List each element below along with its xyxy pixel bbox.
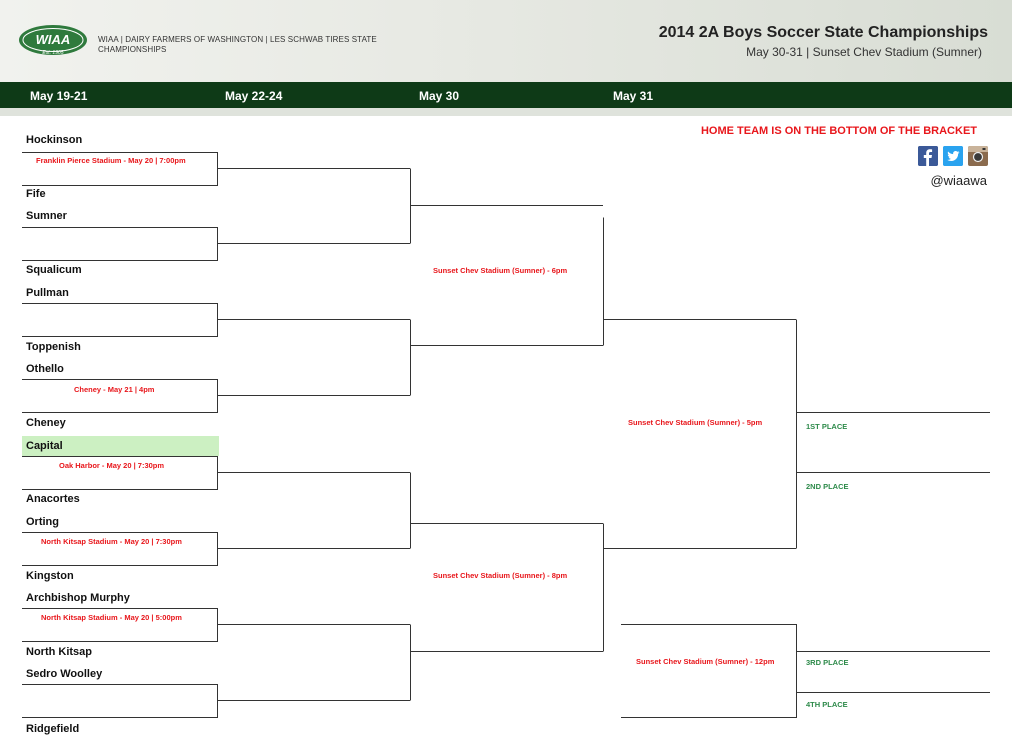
organization-text: WIAA | DAIRY FARMERS OF WASHINGTON | LES… [98,35,377,54]
team-name: Pullman [26,287,69,299]
page-title: 2014 2A Boys Soccer State Championships [658,24,988,41]
match-venue: Franklin Pierce Stadium - May 20 | 7:00p… [36,156,186,165]
team-name: Archbishop Murphy [26,592,130,604]
place-label: 1ST PLACE [806,422,848,431]
team-name: Toppenish [26,341,81,353]
team-name: Orting [26,516,59,528]
home-team-notice: HOME TEAM IS ON THE BOTTOM OF THE BRACKE… [700,125,977,137]
wiaa-logo: WIAA Est. 1905 [19,25,87,56]
rounds-bar: May 19-21 May 22-24 May 30 May 31 [0,82,1012,108]
team-name: Cheney [26,417,66,429]
team-name: Hockinson [26,134,83,146]
match-venue: Sunset Chev Stadium (Sumner) - 12pm [636,657,775,666]
round-label: May 22-24 [225,89,283,103]
match-venue: North Kitsap Stadium - May 20 | 5:00pm [41,613,182,622]
round-label: May 31 [613,89,654,103]
place-label: 2ND PLACE [806,482,849,491]
team-name: Fife [26,188,46,200]
team-name: North Kitsap [26,646,92,658]
team-name: Sumner [26,210,67,222]
match-venue: Sunset Chev Stadium (Sumner) - 5pm [628,418,763,427]
match-venue: North Kitsap Stadium - May 20 | 7:30pm [41,537,182,546]
match-venue: Sunset Chev Stadium (Sumner) - 6pm [433,266,568,275]
team-name: Sedro Woolley [26,668,103,680]
match-venue: Sunset Chev Stadium (Sumner) - 8pm [433,571,568,580]
match-venue: Cheney - May 21 | 4pm [74,385,155,394]
team-name: Squalicum [26,264,82,276]
place-label: 3RD PLACE [806,658,849,667]
logo-text: WIAA [36,32,71,47]
team-name-highlighted: Capital [26,440,63,452]
page-subtitle: May 30-31 | Sunset Chev Stadium (Sumner) [746,45,982,59]
round-label: May 19-21 [30,89,88,103]
team-name: Kingston [26,570,74,582]
place-label: 4TH PLACE [806,700,848,709]
twitter-icon[interactable] [943,146,963,166]
match-venue: Oak Harbor - May 20 | 7:30pm [59,461,165,470]
instagram-icon[interactable] [968,146,988,166]
team-name: Ridgefield [26,723,80,735]
team-highlight [22,436,219,456]
logo-sub: Est. 1905 [42,50,63,56]
team-name: Anacortes [26,493,80,505]
facebook-icon[interactable] [918,146,938,166]
round-label: May 30 [419,89,460,103]
team-name: Othello [26,363,64,375]
divider-strip [0,108,1012,116]
header-banner: WIAA Est. 1905 WIAA | DAIRY FARMERS OF W… [0,0,1012,82]
social-handle[interactable]: @wiaawa [930,173,987,188]
